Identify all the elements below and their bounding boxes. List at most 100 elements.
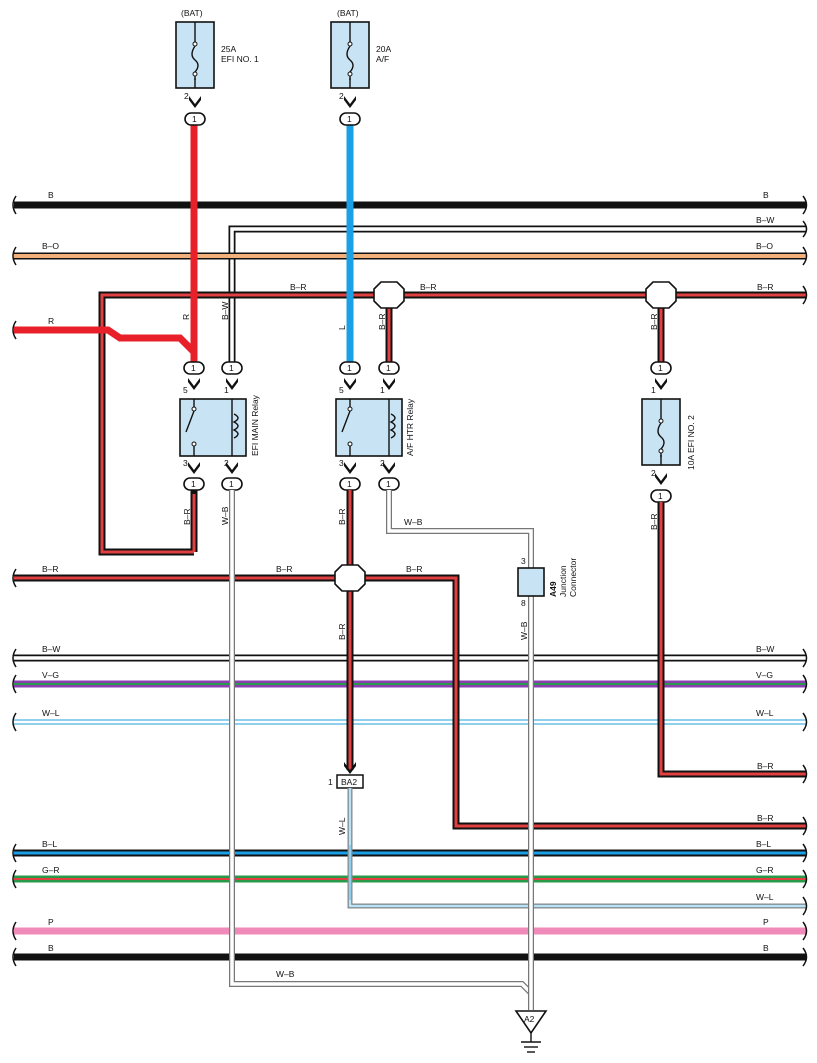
wire-label: W–B (220, 506, 230, 525)
connector-pin: 1 (192, 114, 197, 124)
connector-pin: 1 (229, 479, 234, 489)
splice-upper-1 (373, 281, 405, 309)
bus-b-w: B–W B–W (12, 644, 808, 668)
wire-label: W–L (756, 708, 774, 718)
wire-b-w-top: B–W B–W (220, 215, 808, 362)
fuse-af: (BAT) 20A A/F 2 1 (330, 8, 391, 126)
relay-efi-main: 1 1 5 1 EFI MAIN Relay 3 2 1 1 (179, 361, 260, 491)
wire-b-r-efi2: B–R B–R (649, 502, 808, 784)
wire-label: B–R (337, 508, 347, 525)
wire-label: B–R (377, 313, 387, 330)
wire-label: B–L (756, 839, 771, 849)
bus-b-l: B–L B–L (12, 839, 808, 863)
pin-number: 2 (651, 468, 656, 478)
wire-label: B–W (42, 644, 60, 654)
wire-w-l-ba2: W–L W–L (337, 788, 808, 916)
junction-id: A49 (548, 581, 558, 597)
wire-label: B (48, 943, 54, 953)
pin-number: 5 (339, 385, 344, 395)
wire-label: B–R (649, 313, 659, 330)
wire-label: P (48, 917, 54, 927)
fuse-name: 10A EFI NO. 2 (686, 415, 696, 470)
wire-label: W–B (519, 621, 529, 640)
fuse-name: EFI NO. 1 (221, 54, 259, 64)
wire-label: B–R (290, 282, 307, 292)
connector-pin: 1 (386, 479, 391, 489)
wire-label: V–G (756, 670, 773, 680)
pin-number: 5 (183, 385, 188, 395)
fuse-source: (BAT) (181, 8, 203, 18)
pin-number: 1 (224, 385, 229, 395)
wire-w-b-overlay (229, 640, 665, 1005)
wire-b-r-drops: B–R B–R (377, 295, 665, 362)
junction-line1: Junction (558, 565, 568, 597)
pin-number: 3 (183, 458, 188, 468)
wire-label: B–L (42, 839, 57, 849)
wire-label: B–R (337, 623, 347, 640)
wire-label: B–R (757, 813, 774, 823)
connector-pin: 1 (229, 363, 234, 373)
relay-af-htr: 1 1 5 1 A/F HTR Relay 3 2 1 1 (335, 361, 415, 491)
wire-label: B–W (756, 644, 774, 654)
wire-b-r-upper: B–R B–R B–R B–R (98, 282, 808, 556)
pin-number: 2 (339, 91, 344, 101)
connector-pin: 1 (347, 479, 352, 489)
wire-label: B–R (420, 282, 437, 292)
fuse-name: A/F (376, 54, 389, 64)
pin-number: 2 (184, 91, 189, 101)
fuse-rating: 25A (221, 44, 236, 54)
wire-label: B–W (756, 215, 774, 225)
fuse-efi-no1: (BAT) 25A EFI NO. 1 2 1 (175, 8, 259, 126)
wire-label: B–O (756, 241, 773, 251)
wire-label: W–L (42, 708, 60, 718)
wire-label: W–B (404, 517, 423, 527)
bus-p: P P (12, 917, 808, 941)
bus-v-g: V–G V–G (12, 670, 808, 694)
connector-pin: 1 (658, 363, 663, 373)
connector-label: BA2 (341, 777, 357, 787)
connector-pin: 1 (347, 363, 352, 373)
bus-b-r-middle: B–R B–R B–R B–R (12, 564, 808, 836)
bus-b-bottom: B B (12, 943, 808, 967)
wire-label: W–L (337, 817, 347, 835)
connector-pin: 1 (191, 363, 196, 373)
fuse-efi-no2: 1 1 10A EFI NO. 2 2 1 (641, 361, 696, 503)
wire-label: B–R (42, 564, 59, 574)
connector-pin: 1 (386, 363, 391, 373)
fuse-rating: 20A (376, 44, 391, 54)
wire-label: R (181, 314, 191, 320)
pin-number: 3 (339, 458, 344, 468)
wire-label: P (763, 917, 769, 927)
wire-label: G–R (42, 865, 59, 875)
wire-label: B (763, 190, 769, 200)
ground-a2: A2 (514, 1010, 548, 1053)
pin-number: 2 (380, 458, 385, 468)
bus-w-l: W–L W–L (12, 708, 808, 732)
wire-r: R R (12, 124, 198, 362)
splice-middle (334, 564, 366, 592)
connector-pin: 1 (347, 114, 352, 124)
wire-label: W–B (276, 969, 295, 979)
wire-label: G–R (756, 865, 773, 875)
pin-number: 8 (521, 598, 526, 608)
wire-label: B–R (757, 761, 774, 771)
wire-label: W–L (756, 892, 774, 902)
wire-label: B–R (649, 513, 659, 530)
wire-label: V–G (42, 670, 59, 680)
wire-label: R (48, 316, 54, 326)
wire-label: L (337, 325, 347, 330)
wire-label: B–R (406, 564, 423, 574)
junction-line2: Connector (568, 558, 578, 597)
pin-number: 1 (380, 385, 385, 395)
wire-label: B (48, 190, 54, 200)
wire-label: B–W (220, 302, 230, 320)
pin-number: 1 (328, 777, 333, 787)
ground-label: A2 (524, 1014, 535, 1024)
wire-label: B–R (276, 564, 293, 574)
wire-label: B–O (42, 241, 59, 251)
bus-b-o: B–O B–O (12, 241, 808, 266)
wire-l: L (337, 124, 354, 362)
relay-name: A/F HTR Relay (405, 398, 415, 456)
wire-label: B–R (757, 282, 774, 292)
